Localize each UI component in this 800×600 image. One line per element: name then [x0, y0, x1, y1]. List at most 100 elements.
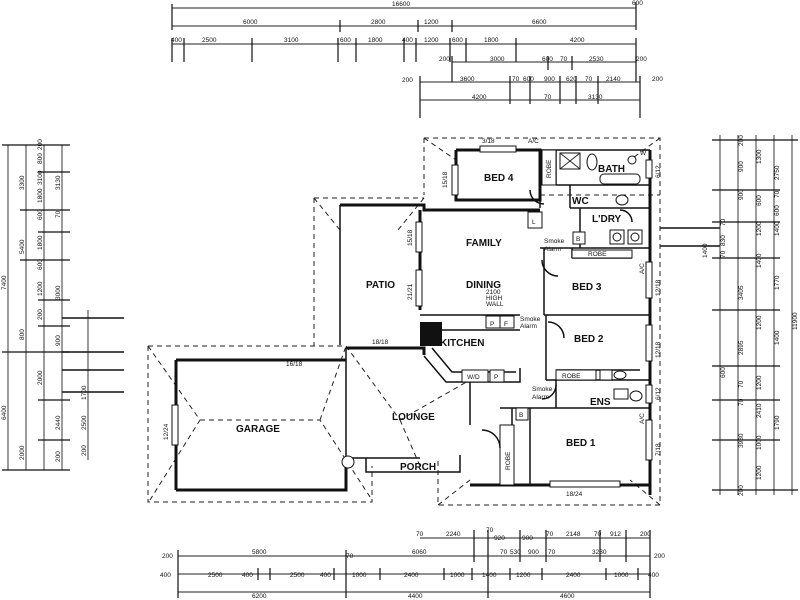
robe-label-bed1: ROBE: [505, 451, 512, 470]
ac-1: A/C: [528, 138, 539, 145]
w-1: W: [640, 150, 647, 157]
high-wall-1: 2100: [486, 289, 501, 296]
dim-top-400b: 400: [402, 37, 413, 44]
dim-right-1000: 1000: [756, 435, 763, 450]
room-garage: GARAGE: [236, 424, 280, 435]
dim-right-70c: 70: [720, 250, 727, 258]
dim-bot-70b: 70: [486, 527, 494, 534]
robe-bed2: [555, 369, 597, 381]
dim-left-1800b: 1800: [37, 235, 44, 250]
dim-right-900b: 900: [738, 189, 745, 200]
dim-left-600a: 600: [37, 209, 44, 220]
smoke-alarm-3b: Alarm: [532, 394, 549, 401]
broom-cupboard: [572, 231, 586, 245]
dim-top-1800b: 1800: [484, 37, 499, 44]
room-bed3: BED 3: [572, 282, 602, 293]
dim-left-200b: 200: [37, 309, 44, 320]
room-kitchen: KITCHEN: [440, 338, 484, 349]
dim-top-2800: 2800: [371, 19, 386, 26]
dim-right-2895: 2895: [738, 340, 745, 355]
room-labels: BED 4 BATH WC L'DRY FAMILY DINING PATIO …: [236, 164, 625, 473]
dim-bot-900a: 900: [522, 535, 533, 542]
dim-top-3600: 3600: [460, 76, 475, 83]
room-lounge: LOUNGE: [392, 412, 435, 423]
dim-right-200a: 200: [738, 135, 745, 146]
dim-left-1800a: 1800: [37, 188, 44, 203]
dim-top-1200b: 1200: [424, 37, 439, 44]
dim-bot-70e: 70: [346, 553, 354, 560]
dim-left-2440: 2440: [55, 415, 62, 430]
room-patio: PATIO: [366, 280, 395, 291]
dim-bot-530: 530: [510, 549, 521, 556]
dim-top-2530: 2530: [589, 56, 604, 63]
dim-left-200a: 200: [37, 139, 44, 150]
left-dimensions: 7400 6400 3300 5400 3100 800 2000 2440 2…: [1, 139, 124, 471]
dim-left-600b: 600: [37, 259, 44, 270]
dim-top-200c: 200: [402, 77, 413, 84]
room-ldry: L'DRY: [592, 214, 622, 225]
dim-right-11900: 11900: [792, 312, 799, 330]
dim-bot-1000b: 1000: [450, 572, 465, 579]
dim-top-900: 900: [544, 76, 555, 83]
dim-bot-2500b: 2500: [290, 572, 305, 579]
dim-left-1700: 1700: [81, 385, 88, 400]
dim-top-2500: 2500: [202, 37, 217, 44]
wcode-7: 12/18: [655, 341, 662, 358]
door-swing: [341, 455, 355, 469]
dim-right-1790: 1790: [774, 415, 781, 430]
dim-top-2140: 2140: [606, 76, 621, 83]
dim-bot-920: 920: [494, 535, 505, 542]
dim-bot-3230: 3230: [592, 549, 607, 556]
robe-label-bed2: ROBE: [562, 373, 581, 380]
ac-2: A/C: [639, 263, 646, 274]
dim-right-70d: 70: [738, 380, 745, 388]
dim-bot-70c: 70: [546, 531, 554, 538]
dim-right-70: 70: [774, 190, 781, 198]
wcode-1: 3/18: [482, 138, 495, 145]
dim-right-600b: 600: [756, 195, 763, 206]
dim-top-4200b: 4200: [472, 94, 487, 101]
dim-right-900a: 900: [738, 161, 745, 172]
robe-bed4: [541, 149, 557, 186]
stair-dark: [420, 322, 442, 346]
wcode-13: 6/12: [655, 387, 662, 400]
dim-bot-200c: 200: [654, 553, 665, 560]
dim-left-2000b: 2000: [19, 445, 26, 460]
dim-overall-width: 16600: [392, 1, 410, 8]
dim-left-1200: 1200: [37, 281, 44, 296]
dim-right-2750: 2750: [774, 165, 781, 180]
room-bed2: BED 2: [574, 334, 604, 345]
dim-bot-2148: 2148: [566, 531, 581, 538]
dim-top-3000: 3000: [490, 56, 505, 63]
dim-right-70b: 70: [720, 218, 727, 226]
window-codes: 3/18 15/18 15/18 21/21 18/18 12/18 12/18…: [163, 138, 662, 498]
dim-top-200b: 200: [636, 56, 647, 63]
dim-right-830: 830: [720, 235, 727, 246]
dim-bot-5800: 5800: [252, 549, 267, 556]
dim-bot-400d: 400: [648, 572, 659, 579]
dim-bot-400b: 400: [242, 572, 253, 579]
dim-bot-6060: 6060: [412, 549, 427, 556]
high-wall-2: HIGH: [486, 295, 503, 302]
high-wall-3: WALL: [486, 301, 504, 308]
broom-label-2: B: [519, 412, 523, 419]
bathtub: [599, 173, 641, 185]
dim-bot-70d: 70: [594, 531, 602, 538]
dim-left-7400: 7400: [1, 275, 8, 290]
broom-label: B: [576, 236, 580, 243]
dim-right-1400b: 1400: [756, 253, 763, 268]
dim-bot-4400: 4400: [408, 593, 423, 600]
wcode-6: 12/18: [655, 279, 662, 296]
smoke-alarm-1: Smoke: [544, 238, 565, 245]
linen-cupboard: [527, 211, 543, 229]
dim-bot-70f: 70: [500, 549, 508, 556]
bottom-dimensions: 70 2240 70 920 900 70 2148 70 912 200 20…: [160, 527, 665, 600]
room-bath: BATH: [598, 164, 625, 175]
wcode-3: 15/18: [407, 229, 414, 246]
entry-door-arc: [481, 429, 501, 449]
dim-right-1200a: 1200: [756, 221, 763, 236]
dim-left-3300: 3300: [19, 175, 26, 190]
right-dimensions: 11900 2750 70 1400 600 600 3405 2895 179…: [660, 135, 799, 496]
dim-top-600b: 600: [452, 37, 463, 44]
dim-top-70c: 70: [585, 76, 593, 83]
